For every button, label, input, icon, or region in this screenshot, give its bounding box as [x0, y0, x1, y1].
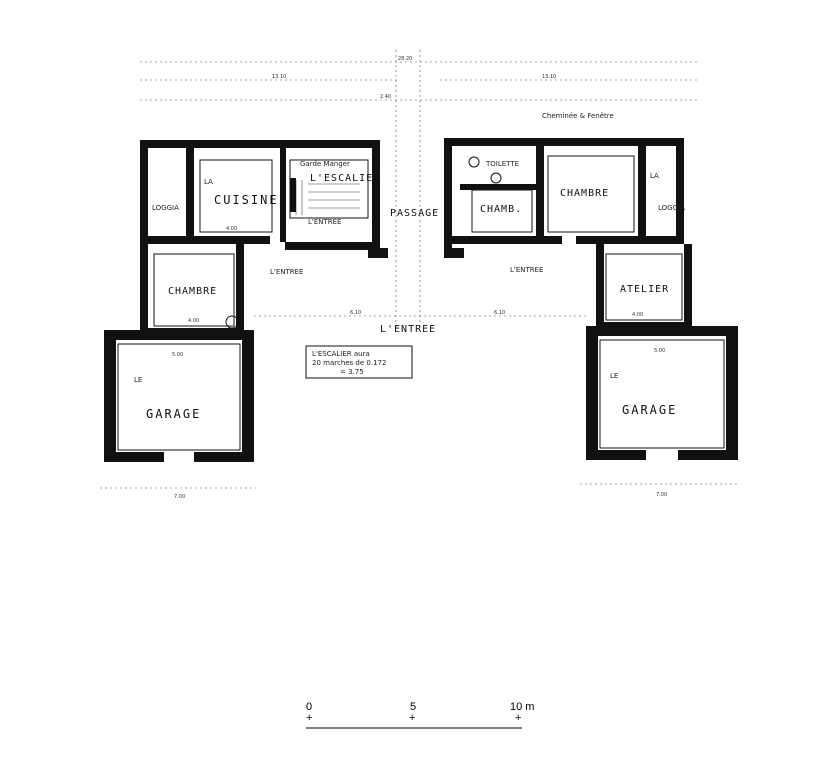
label-loggia-left: LOGGIA — [152, 204, 179, 212]
staircase — [290, 178, 360, 215]
note-line-3: = 3.75 — [340, 368, 364, 376]
scale-label-5: 5 — [410, 701, 416, 713]
dim-room-cuisine: 4.00 — [226, 226, 237, 232]
label-entree-top: L'ENTREE — [308, 218, 341, 226]
label-chambre-right: CHAMBRE — [560, 188, 609, 199]
top-dimensions: 28.20 13.10 13.10 2.40 Cheminée & Fenêtr… — [140, 50, 700, 330]
scale-tick-10: + — [515, 712, 521, 724]
label-entree-left: L'ENTREE — [270, 268, 303, 276]
scale-label-0: 0 — [306, 701, 312, 713]
label-chamb: CHAMB. — [480, 204, 522, 215]
label-garage-left: GARAGE — [146, 407, 201, 421]
dim-entree-span: 6.10 — [350, 310, 361, 316]
scale-tick-0: + — [306, 712, 312, 724]
dim-total-width: 28.20 — [398, 56, 412, 62]
right-wing: TOILETTE CHAMB. CHAMBRE LOGGIA LA L'ENTR… — [444, 138, 740, 498]
label-toilette: TOILETTE — [485, 160, 519, 168]
dim-entree-span-right: 6.10 — [494, 310, 505, 316]
label-garage-right: GARAGE — [622, 403, 677, 417]
label-escalier: L'ESCALIER — [310, 173, 380, 184]
label-cuisine: CUISINE — [214, 193, 279, 207]
label-le-right: LE — [610, 372, 618, 380]
dim-garage-inner-right: 5.00 — [654, 348, 665, 354]
scale-tick-5: + — [409, 712, 415, 724]
note-line-1: L'ESCALIER aura — [312, 350, 370, 358]
scale-label-10: 10 m — [510, 701, 534, 713]
dim-room-atelier: 4.00 — [632, 312, 643, 318]
dim-garage-right-width: 7.00 — [656, 492, 667, 498]
left-wing: CUISINE Garde Manger L'ESCALIER L'ENTREE… — [100, 140, 380, 500]
label-le-left: LE — [134, 376, 142, 384]
staircase-note: L'ESCALIER aura 20 marches de 0.172 = 3.… — [305, 345, 413, 379]
note-line-2: 20 marches de 0.172 — [312, 359, 386, 367]
dim-garage-inner-left: 5.00 — [172, 352, 183, 358]
label-entree-main: L'ENTREE — [380, 324, 436, 335]
label-atelier: ATELIER — [620, 284, 669, 295]
scale-bar: 0 5 10 m + + + — [306, 701, 534, 729]
dim-right-wing: 13.10 — [542, 74, 556, 80]
dim-passage-width: 2.40 — [380, 94, 391, 100]
dim-left-wing: 13.10 — [272, 74, 286, 80]
label-entree-right: L'ENTREE — [510, 266, 543, 274]
label-chambre-left: CHAMBRE — [168, 286, 217, 297]
label-la-right: LA — [650, 172, 659, 180]
dim-room-chambre-left: 4.00 — [188, 318, 199, 324]
label-loggia-right: LOGGIA — [658, 204, 685, 212]
label-cheminee: Cheminée & Fenêtre — [542, 112, 614, 120]
dim-garage-left-width: 7.00 — [174, 494, 185, 500]
label-passage: PASSAGE — [390, 208, 439, 219]
label-la-left: LA — [204, 178, 213, 186]
label-garde-manger: Garde Manger — [300, 160, 350, 168]
